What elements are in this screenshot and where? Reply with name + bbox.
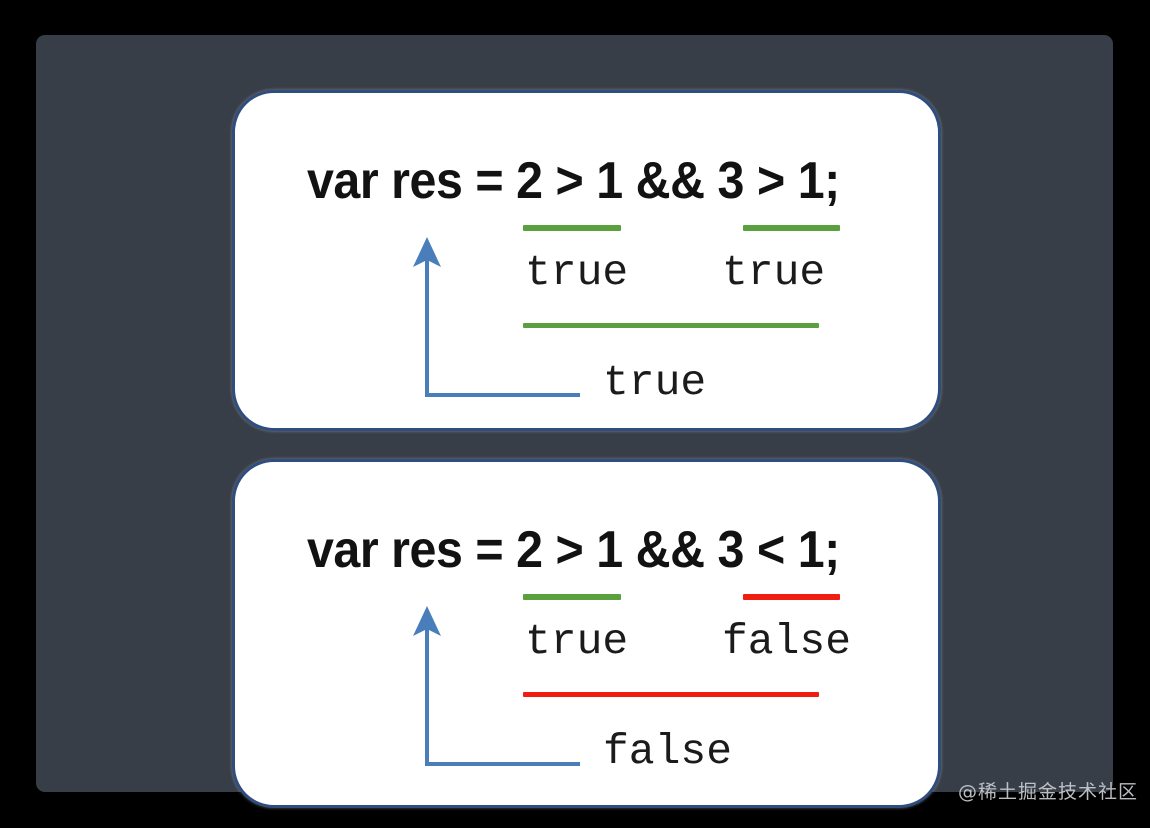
watermark-label: @稀土掘金技术社区 [957, 781, 1138, 803]
result-flow-arrow [413, 606, 580, 766]
arrow-head-icon [413, 606, 441, 636]
result-value: false [603, 727, 733, 776]
logic-card-and-both-true: var res = 2 > 1 && 3 > 1; true true true [232, 90, 941, 431]
left-operand-underline [523, 225, 621, 231]
code-expression: var res = 2 > 1 && 3 < 1; [307, 521, 840, 579]
code-expression: var res = 2 > 1 && 3 > 1; [307, 152, 840, 210]
card-content: var res = 2 > 1 && 3 > 1; true true true [235, 93, 938, 428]
left-operand-value: true [525, 617, 629, 666]
result-underline [523, 692, 819, 697]
arrow-elbow-line [425, 257, 580, 397]
left-operand-underline [523, 594, 621, 600]
right-operand-value: false [722, 617, 852, 666]
result-underline [523, 323, 819, 328]
left-operand-value: true [525, 248, 629, 297]
arrow-elbow-line [425, 626, 580, 766]
card-content: var res = 2 > 1 && 3 < 1; true false fal… [235, 462, 938, 805]
result-value: true [603, 358, 707, 407]
dark-panel: var res = 2 > 1 && 3 > 1; true true true… [36, 35, 1113, 808]
right-operand-underline [743, 225, 840, 231]
logic-card-and-one-false: var res = 2 > 1 && 3 < 1; true false fal… [232, 459, 941, 808]
arrow-head-icon [413, 237, 441, 267]
right-operand-value: true [722, 248, 826, 297]
right-operand-underline [743, 594, 840, 600]
result-flow-arrow [413, 237, 580, 397]
